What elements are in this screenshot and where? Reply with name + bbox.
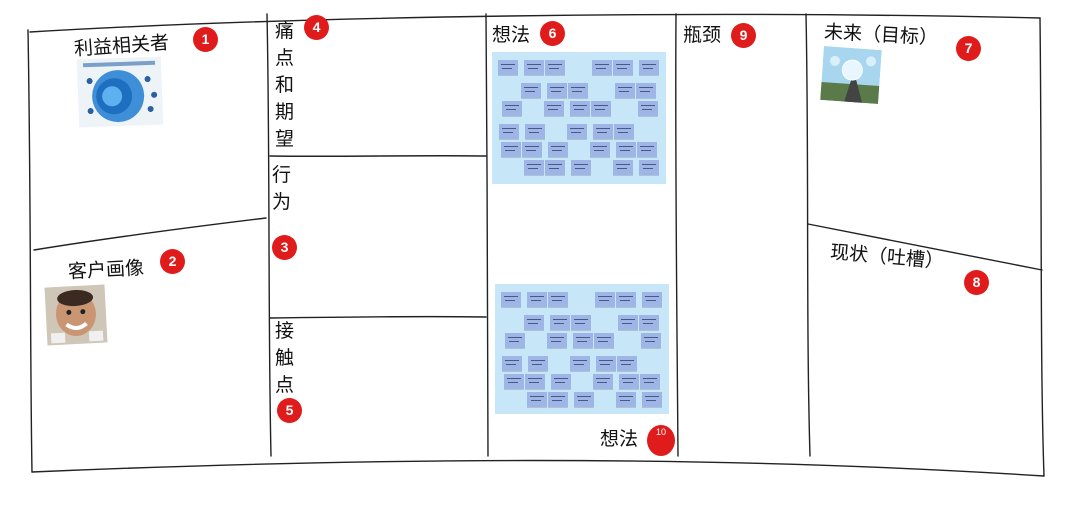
ideas-sticky-note: [615, 83, 635, 98]
ideas-sticky-note: [639, 160, 659, 175]
ideas-sticky-note: [545, 60, 565, 75]
ideas-sticky-note: [499, 124, 519, 139]
stakeholders-number-badge: 1: [193, 27, 218, 52]
ideas-sticky-note: [545, 160, 565, 175]
ideas-sticky-note: [636, 83, 656, 98]
ideas-bottom-sticky-note: [551, 374, 571, 389]
ideas-bottom-sticky-note: [640, 374, 660, 389]
ideas-bottom-sticky-note: [639, 315, 659, 330]
ideas-sticky-note: [524, 60, 544, 75]
ideas-bottom-sticky-note: [594, 333, 614, 348]
ideas-sticky-note: [592, 60, 612, 75]
ideas-bottom-sticky-note: [596, 356, 616, 371]
ideas-bottom-sticky-note: [617, 356, 637, 371]
ideas-sticky-note: [502, 101, 522, 116]
ideas-bottom-sticky-note: [593, 374, 613, 389]
ideas-bottom-sticky-note: [574, 392, 594, 407]
ideas-sticky-note: [548, 142, 568, 157]
ideas-bottom-sticky-note: [527, 392, 547, 407]
ideas-bottom-sticky-note: [548, 392, 568, 407]
ideas-bottom-sticky-notes-panel: [495, 284, 669, 414]
ideas-bottom-sticky-note: [505, 333, 525, 348]
ideas-sticky-note: [613, 60, 633, 75]
ideas-sticky-note: [501, 142, 521, 157]
stakeholder-diagram-icon: [82, 60, 158, 123]
ideas-bottom-sticky-note: [548, 292, 568, 307]
ideas-bottom-sticky-note: [642, 292, 662, 307]
ideas-bottom-sticky-note: [641, 333, 661, 348]
ideas-sticky-note: [498, 60, 518, 75]
current-state-number-badge: 8: [964, 270, 989, 295]
ideas-sticky-note: [637, 142, 657, 157]
persona-number-badge: 2: [160, 249, 185, 274]
ideas-sticky-note: [591, 101, 611, 116]
ideas-sticky-note: [616, 142, 636, 157]
ideas-bottom-sticky-note: [571, 315, 591, 330]
ideas-bottom-sticky-note: [570, 356, 590, 371]
behavior-number-badge: 3: [272, 235, 297, 260]
future-goal-number-badge: 7: [956, 36, 981, 61]
pain-points-label: 痛点和期望: [275, 20, 295, 150]
ideas-bottom-number-badge: 10: [647, 425, 675, 456]
ideas-bottom-sticky-note: [525, 374, 545, 389]
stakeholder-diagram-thumbnail: [76, 56, 164, 128]
ideas-sticky-note: [613, 160, 633, 175]
ideas-bottom-sticky-note: [619, 374, 639, 389]
bottleneck-label: 瓶颈: [683, 24, 722, 46]
ideas-bottom-sticky-note: [595, 292, 615, 307]
ideas-sticky-note: [567, 124, 587, 139]
ideas-sticky-notes-panel: [492, 52, 666, 184]
ideas-sticky-note: [639, 60, 659, 75]
ideas-bottom-sticky-note: [616, 392, 636, 407]
persona-face-icon: [44, 284, 108, 346]
ideas-bottom-sticky-note: [547, 333, 567, 348]
persona-photo-thumbnail: [44, 284, 108, 346]
future-road-icon: [820, 46, 882, 104]
ideas-sticky-note: [524, 160, 544, 175]
ideas-bottom-sticky-note: [501, 292, 521, 307]
ideas-sticky-note: [638, 101, 658, 116]
future-goal-thumbnail: [820, 46, 882, 104]
touchpoints-number-badge: 5: [277, 398, 302, 423]
ideas-sticky-note: [614, 124, 634, 139]
ideas-number-badge: 6: [540, 21, 565, 46]
ideas-bottom-sticky-note: [642, 392, 662, 407]
ideas-sticky-note: [571, 160, 591, 175]
ideas-bottom-sticky-note: [550, 315, 570, 330]
ideas-sticky-note: [544, 101, 564, 116]
persona-label: 客户画像: [67, 257, 145, 283]
ideas-bottom-sticky-note: [573, 333, 593, 348]
ideas-bottom-sticky-note: [504, 374, 524, 389]
ideas-sticky-note: [547, 83, 567, 98]
touchpoints-label: 接触点: [275, 320, 295, 396]
ideas-bottom-sticky-note: [527, 292, 547, 307]
ideas-sticky-note: [521, 83, 541, 98]
ideas-sticky-note: [522, 142, 542, 157]
ideas-bottom-sticky-note: [616, 292, 636, 307]
ideas-label: 想法: [492, 24, 531, 46]
ideas-sticky-note: [568, 83, 588, 98]
pain-points-number-badge: 4: [304, 15, 329, 40]
ideas-sticky-note: [590, 142, 610, 157]
behavior-label: 行为: [272, 164, 292, 213]
ideas-sticky-note: [525, 124, 545, 139]
ideas-bottom-sticky-note: [528, 356, 548, 371]
ideas-sticky-note: [570, 101, 590, 116]
ideas-bottom-label: 想法: [600, 428, 639, 450]
ideas-sticky-note: [593, 124, 613, 139]
bottleneck-number-badge: 9: [731, 23, 756, 48]
ideas-bottom-sticky-note: [502, 356, 522, 371]
ideas-bottom-sticky-note: [618, 315, 638, 330]
ideas-bottom-sticky-note: [524, 315, 544, 330]
